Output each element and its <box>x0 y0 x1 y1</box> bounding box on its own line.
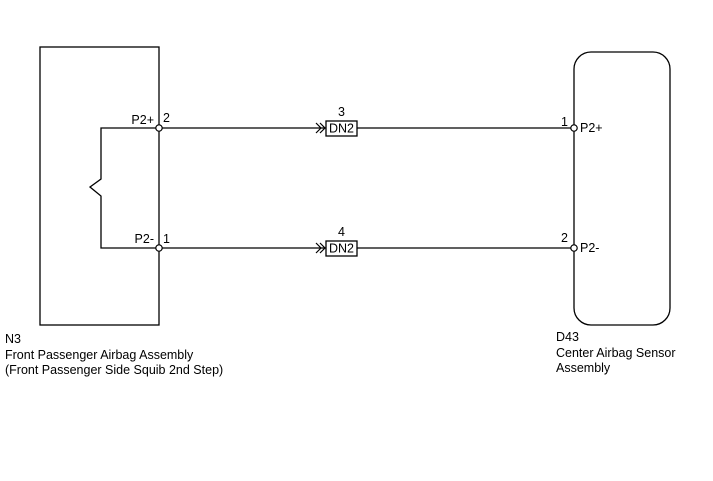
terminal-pin <box>570 244 578 252</box>
right-terminal-name: P2+ <box>580 121 603 135</box>
center-airbag-sensor-assembly-box <box>573 51 671 326</box>
left-terminal-name: P2- <box>135 232 154 246</box>
connector-dn2-label: DN2 <box>329 122 354 136</box>
terminal-pin <box>155 124 163 132</box>
left-terminal-name: P2+ <box>131 113 154 127</box>
left-component-label: N3 Front Passenger Airbag Assembly (Fron… <box>5 332 223 379</box>
right-component-label: D43 Center Airbag Sensor Assembly <box>556 330 676 377</box>
left-component-subname: (Front Passenger Side Squib 2nd Step) <box>5 363 224 377</box>
left-component-code: N3 <box>5 332 21 346</box>
front-passenger-airbag-assembly-box <box>39 46 160 326</box>
terminal-pin <box>570 124 578 132</box>
right-component-code: D43 <box>556 330 579 344</box>
squib-resistor-symbol <box>88 127 159 249</box>
right-terminal-name: P2- <box>580 241 599 255</box>
connector-dn2-label: DN2 <box>329 242 354 256</box>
connector-pin-number: 4 <box>338 225 345 239</box>
right-pin-number: 2 <box>561 231 568 245</box>
connector-dn2-pin4: DN2 4 <box>315 225 358 257</box>
connector-pin-number: 3 <box>338 105 345 119</box>
right-component-name-line2: Assembly <box>556 361 611 375</box>
right-component-name: Center Airbag Sensor <box>556 345 676 360</box>
right-pin-number: 1 <box>561 115 568 129</box>
left-component-name: Front Passenger Airbag Assembly <box>5 347 194 362</box>
terminal-pin <box>155 244 163 252</box>
left-pin-number: 2 <box>163 111 170 125</box>
connector-dn2-pin3: DN2 3 <box>315 105 358 137</box>
left-pin-number: 1 <box>163 232 170 246</box>
